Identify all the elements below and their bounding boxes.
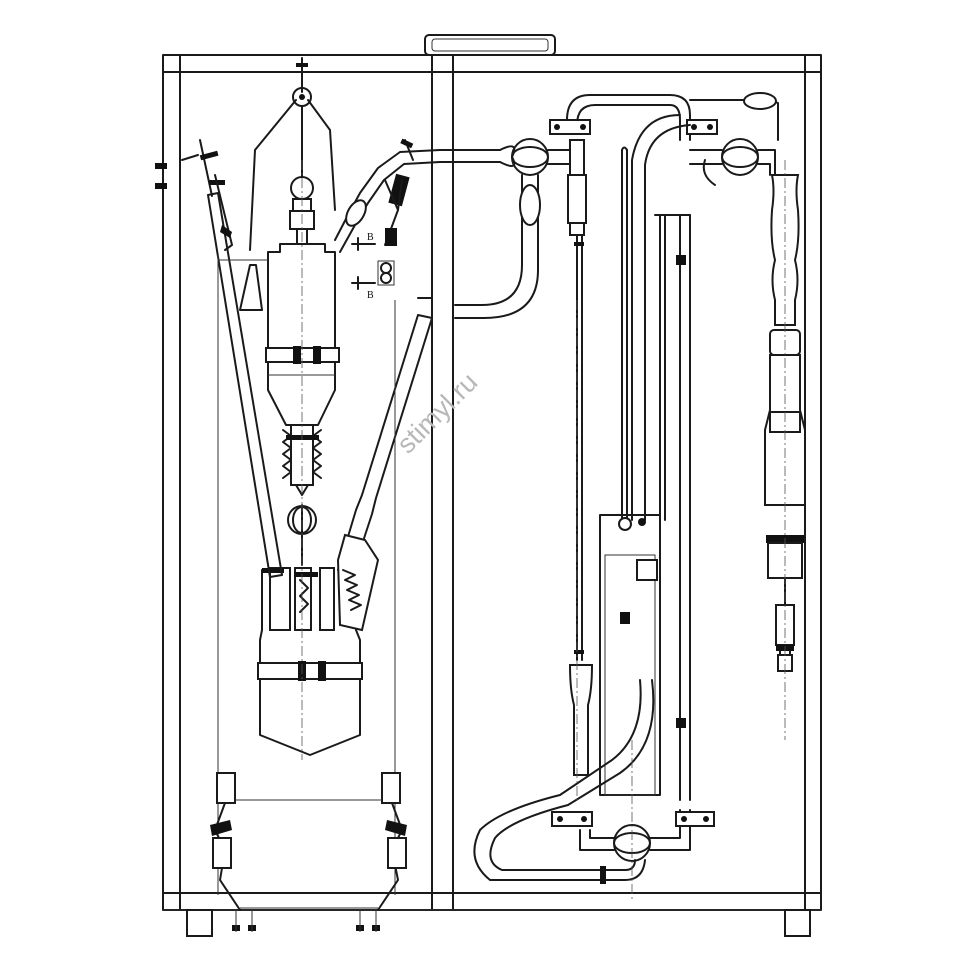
counterweight bbox=[239, 264, 263, 311]
top-handle bbox=[424, 34, 556, 56]
cabinet-frame bbox=[155, 34, 822, 937]
stand-assembly bbox=[210, 772, 407, 932]
section-marker-bottom: B bbox=[367, 290, 374, 301]
clamp-lower bbox=[257, 662, 363, 680]
left-inclined-tube bbox=[207, 192, 283, 578]
upper-vessel bbox=[267, 243, 336, 426]
right-foot bbox=[784, 909, 811, 937]
tubing-network bbox=[454, 92, 806, 884]
inner-apparatus-box bbox=[599, 514, 661, 796]
watermark: stimyl.ru bbox=[391, 367, 483, 459]
bottom-snake-tube bbox=[473, 679, 642, 881]
valve-top-left bbox=[511, 138, 549, 176]
center-lines bbox=[301, 160, 786, 900]
valve-top-right bbox=[721, 138, 759, 176]
lower-vessel bbox=[259, 569, 361, 756]
section-marker-top: B bbox=[367, 232, 374, 243]
clamp-upper bbox=[265, 347, 340, 363]
left-foot bbox=[186, 909, 213, 937]
